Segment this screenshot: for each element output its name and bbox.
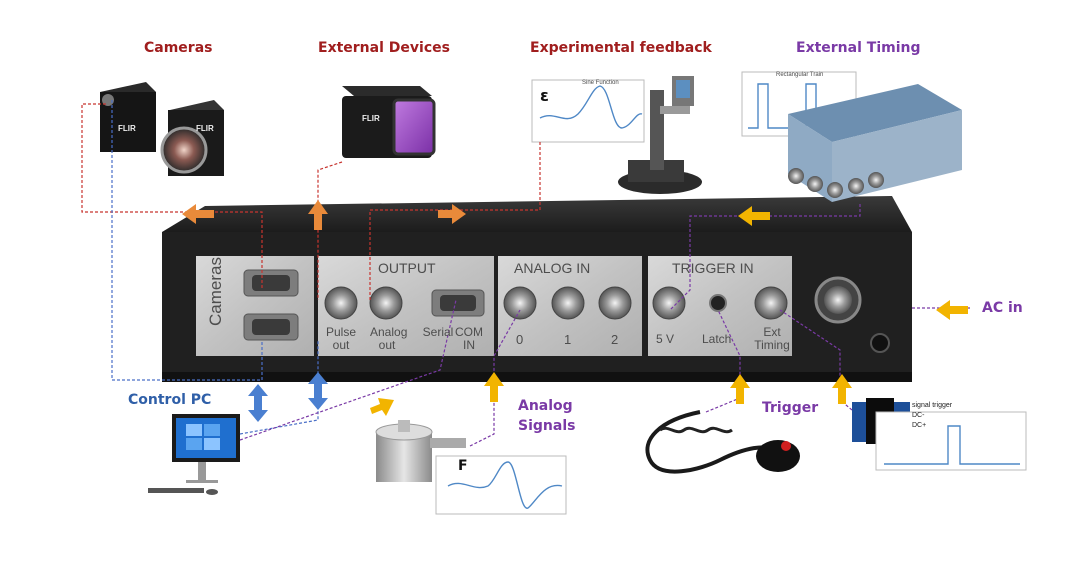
flir-logo-camera2: FLIR <box>196 124 214 133</box>
cameras-label: Cameras <box>144 40 213 56</box>
force-symbol: F <box>458 458 468 474</box>
load-frame <box>618 76 702 194</box>
camera-connector-bottom <box>243 313 299 341</box>
analog-ch2-label: 2 <box>611 332 619 347</box>
external-devices-label: External Devices <box>318 40 450 56</box>
ac-in-label: AC in <box>982 300 1023 316</box>
control-pc <box>148 414 240 495</box>
analog-ch1-label: 1 <box>564 332 572 347</box>
latch-label: Latch <box>702 332 732 346</box>
relay-legend-dc-minus: DC- <box>912 412 925 419</box>
rect-plot-title: Rectangular Train <box>776 72 824 78</box>
analog-ch0-label: 0 <box>516 332 524 347</box>
relay-plot <box>875 411 1027 471</box>
main-unit <box>162 196 912 382</box>
trigger-label: Trigger <box>762 400 819 416</box>
cameras-device <box>100 82 224 176</box>
analog-signals-label-line2: Signals <box>518 418 576 434</box>
daq-device <box>788 84 962 202</box>
analog-signals-label-line1: Analog <box>518 398 573 414</box>
load-cell <box>375 420 466 482</box>
panel-output-label: OUTPUT <box>378 260 436 276</box>
relay-legend-signal: signal trigger <box>912 402 953 409</box>
external-timing-label: External Timing <box>796 40 921 56</box>
arrows <box>182 200 968 422</box>
experimental-feedback-label: Experimental feedback <box>530 40 712 56</box>
camera-connector-top <box>243 269 299 297</box>
flir-logo-camera1: FLIR <box>118 124 136 133</box>
bnc-connectors <box>324 286 788 320</box>
panel-cameras-label: Cameras <box>206 257 225 326</box>
trigger-device <box>645 410 800 474</box>
relay-legend-dc-plus: DC+ <box>912 422 927 429</box>
control-pc-label: Control PC <box>128 392 212 408</box>
external-device <box>342 86 436 158</box>
serial-label: Serial <box>422 325 454 339</box>
panel-analog-in-label: ANALOG IN <box>514 260 591 276</box>
five-v-label: 5 V <box>656 332 675 346</box>
feedback-plot <box>531 79 645 143</box>
epsilon-symbol: ε <box>540 86 549 105</box>
panel-trigger-in-label: TRIGGER IN <box>672 260 754 276</box>
force-plot <box>435 455 567 515</box>
flir-logo-device: FLIR <box>362 114 380 123</box>
sine-plot-title: Sine Function <box>582 80 619 86</box>
